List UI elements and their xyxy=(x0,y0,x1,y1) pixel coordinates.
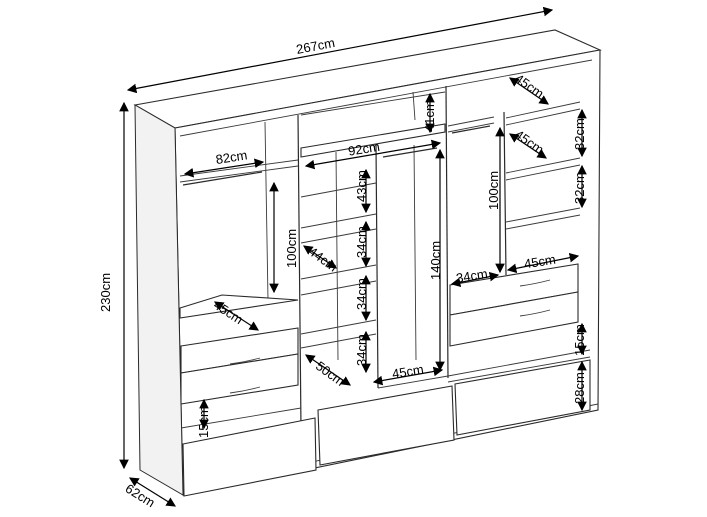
left-bottom-gap-label: 15cm xyxy=(196,406,211,438)
bottom-drawer-middle xyxy=(317,385,455,466)
bottom-drawers xyxy=(182,359,591,497)
middle-top-width-label: 92cm xyxy=(347,139,381,159)
overall-height-label: 230cm xyxy=(98,273,113,312)
right-bottom-height-label: 28cm xyxy=(572,372,587,404)
middle-shelf-1-label: 43cm xyxy=(354,170,369,202)
middle-shelf-2-label: 34cm xyxy=(354,226,369,258)
middle-hanging-width-label: 45cm xyxy=(391,362,425,382)
middle-shelf-3-label: 34cm xyxy=(354,278,369,310)
right-shelf-height-2-label: 32cm xyxy=(572,172,587,204)
dimension-lines xyxy=(119,6,587,507)
right-hanging-height-label: 100cm xyxy=(486,171,501,210)
overall-depth-line xyxy=(128,477,177,507)
middle-shelf-4-label: 34cm xyxy=(354,334,369,366)
left-hanging-height-label: 100cm xyxy=(284,229,299,268)
middle-top-shelf-label: 41cm xyxy=(422,100,437,132)
right-shelf-width-low-label: 45cm xyxy=(523,252,557,272)
bottom-drawer-left xyxy=(182,417,317,497)
middle-hanging-height-label: 140cm xyxy=(428,241,443,280)
right-shelf-height-1-label: 32cm xyxy=(572,118,587,150)
left-rail-width-label: 82cm xyxy=(215,147,249,167)
overall-depth-label: 62cm xyxy=(123,481,158,511)
right-drawer-gap-label: 15cm xyxy=(572,324,587,356)
left-drawer-2 xyxy=(180,353,299,405)
bottom-drawer-right xyxy=(454,359,591,436)
overall-width-line xyxy=(126,6,554,94)
right-hanging-width-label: 34cm xyxy=(455,266,489,286)
right-drawer-2 xyxy=(449,291,579,347)
overall-width-label: 267cm xyxy=(295,35,336,57)
